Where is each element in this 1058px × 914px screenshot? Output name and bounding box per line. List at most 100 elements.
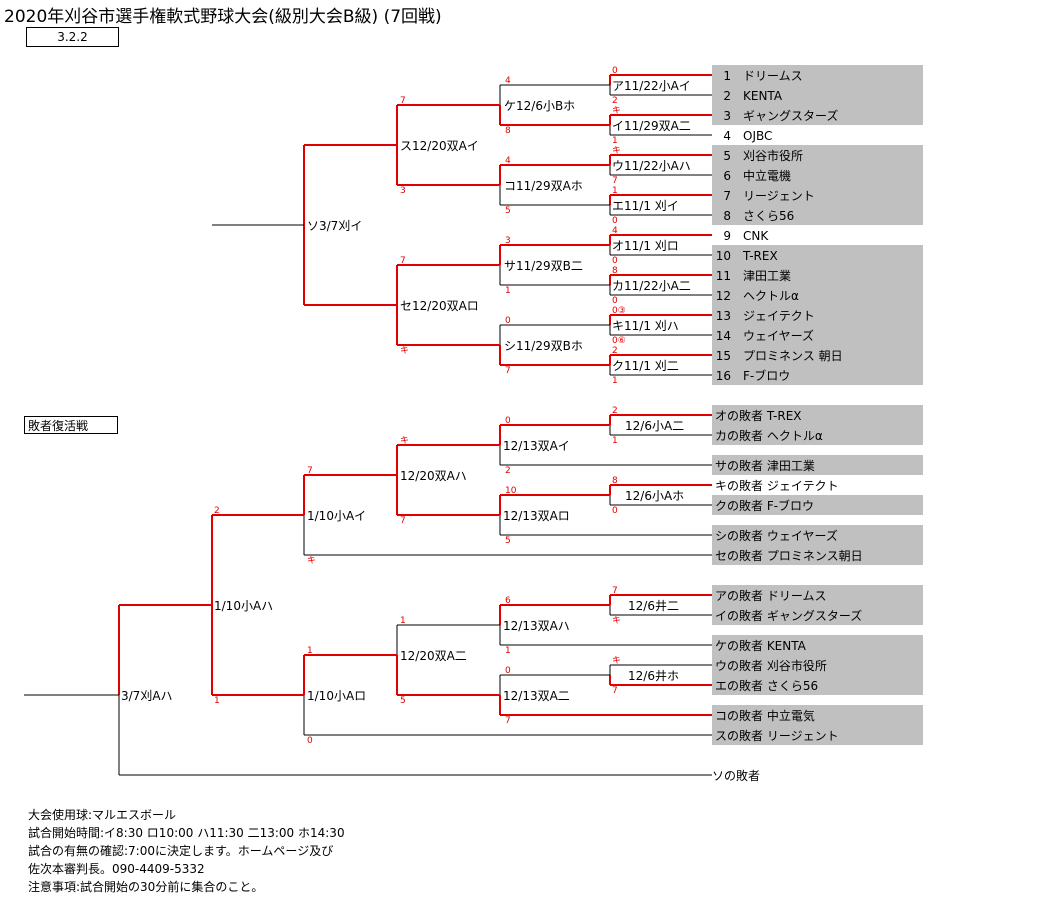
svg-text:キ: キ — [612, 106, 621, 116]
svg-text:キ: キ — [307, 556, 316, 566]
note-line: 注意事項:試合開始の30分前に集合のこと。 — [28, 880, 264, 894]
rep-entry: ソの敗者 — [712, 768, 760, 783]
svg-text:1: 1 — [612, 136, 618, 146]
svg-text:2: 2 — [214, 506, 220, 516]
team-number: 14 — [716, 329, 731, 343]
team-name: 津田工業 — [743, 269, 791, 283]
team-name: OJBC — [743, 129, 772, 143]
svg-text:キ: キ — [612, 616, 621, 626]
svg-text:1: 1 — [505, 646, 511, 656]
svg-text:1: 1 — [505, 286, 511, 296]
team-number: 9 — [723, 229, 731, 243]
game-label: ウ11/22小Aハ — [612, 159, 691, 173]
rep-game-label: 1/10小Aハ — [214, 599, 273, 613]
game-label: ク11/1 刈二 — [612, 359, 679, 373]
team-name: プロミネンス 朝日 — [743, 349, 843, 363]
team-number: 4 — [723, 129, 731, 143]
svg-text:7: 7 — [612, 176, 618, 186]
rep-band — [712, 495, 923, 515]
rep-band — [712, 455, 923, 475]
svg-text:1: 1 — [307, 646, 313, 656]
svg-text:8: 8 — [612, 266, 618, 276]
svg-text:5: 5 — [505, 536, 511, 546]
team-band — [712, 65, 923, 125]
rep-game-label: 12/20双Aハ — [400, 469, 467, 483]
team-name: KENTA — [743, 89, 783, 103]
svg-text:5: 5 — [400, 696, 406, 706]
team-number: 6 — [723, 169, 731, 183]
rep-entry: カの敗者 ヘクトルα — [715, 428, 823, 443]
team-name: ウェイヤーズ — [743, 328, 814, 343]
svg-text:7: 7 — [505, 366, 511, 376]
game-label: サ11/29双B二 — [504, 259, 583, 273]
rep-band — [712, 585, 923, 625]
game-label: エ11/1 刈イ — [612, 199, 679, 213]
svg-text:0: 0 — [505, 416, 511, 426]
svg-text:0: 0 — [612, 296, 618, 306]
game-label: イ11/29双A二 — [612, 119, 691, 133]
team-name: さくら56 — [743, 209, 794, 223]
rep-entry: スの敗者 リージェント — [715, 728, 839, 743]
score-marks: 0 2 キ 1 キ 7 1 0 4 0 8 0 0③ 0⑥ 2 1 4 8 4 … — [214, 66, 626, 746]
team-name: T-REX — [742, 249, 778, 263]
rep-game-label: 12/6小A二 — [625, 419, 684, 433]
svg-text:4: 4 — [505, 156, 511, 166]
note-line: 試合開始時間:イ8:30 ロ10:00 ハ11:30 二13:00 ホ14:30 — [28, 826, 345, 840]
game-label: セ12/20双Aロ — [400, 299, 479, 313]
note-line: 佐次本審判長。090-4409-5332 — [28, 862, 205, 876]
team-number: 10 — [716, 249, 731, 263]
svg-text:7: 7 — [400, 96, 406, 106]
rep-game-label: 12/6井ホ — [628, 669, 679, 683]
svg-text:6: 6 — [505, 596, 511, 606]
team-number: 16 — [716, 369, 731, 383]
svg-text:0⑥: 0⑥ — [612, 336, 626, 346]
team-band — [712, 245, 923, 385]
svg-text:7: 7 — [612, 586, 618, 596]
notes: 大会使用球:マルエスボール 試合開始時間:イ8:30 ロ10:00 ハ11:30… — [28, 806, 345, 896]
game-label: オ11/1 刈ロ — [612, 239, 679, 253]
team-name: CNK — [743, 229, 769, 243]
team-number: 13 — [716, 309, 731, 323]
svg-text:0: 0 — [612, 506, 618, 516]
rep-band — [712, 705, 923, 745]
svg-text:7: 7 — [400, 516, 406, 526]
rep-game-label: 12/13双Aロ — [503, 509, 570, 523]
rep-entry: セの敗者 プロミネンス朝日 — [715, 548, 863, 563]
game-label: ア11/22小Aイ — [612, 79, 691, 93]
team-number: 2 — [723, 89, 731, 103]
game-label: カ11/22小A二 — [612, 279, 691, 293]
rep-game-label: 12/6井二 — [628, 599, 679, 613]
rep-band — [712, 405, 923, 445]
team-number: 7 — [723, 189, 731, 203]
team-number: 3 — [723, 109, 731, 123]
team-number: 12 — [716, 289, 731, 303]
rep-entry: ウの敗者 刈谷市役所 — [715, 658, 827, 673]
team-number: 1 — [723, 69, 731, 83]
team-name: F-ブロウ — [743, 368, 790, 383]
rep-game-label: 3/7刈Aハ — [121, 689, 173, 703]
svg-text:2: 2 — [505, 466, 511, 476]
rep-entry: ケの敗者 KENTA — [715, 638, 807, 653]
rep-entry: コの敗者 中立電気 — [715, 708, 815, 723]
game-label: コ11/29双Aホ — [504, 179, 583, 193]
svg-text:4: 4 — [612, 226, 618, 236]
game-label: シ11/29双Bホ — [504, 339, 583, 353]
game-label: ソ3/7刈イ — [307, 219, 362, 233]
rep-game-label: 1/10小Aイ — [307, 509, 366, 523]
team-number: 15 — [716, 349, 731, 363]
svg-text:1: 1 — [214, 696, 220, 706]
svg-text:0: 0 — [505, 316, 511, 326]
team-number: 8 — [723, 209, 731, 223]
game-label: キ11/1 刈ハ — [612, 319, 679, 333]
team-name: ギャングスターズ — [743, 108, 838, 123]
svg-text:2: 2 — [612, 346, 618, 356]
svg-text:0③: 0③ — [612, 306, 626, 316]
team-name: 刈谷市役所 — [743, 148, 803, 163]
rep-entry: クの敗者 F-ブロウ — [715, 498, 814, 513]
rep-entry: キの敗者 ジェイテクト — [715, 478, 839, 493]
note-line: 大会使用球:マルエスボール — [28, 808, 177, 822]
svg-text:5: 5 — [505, 206, 511, 216]
team-number: 11 — [716, 269, 731, 283]
svg-text:キ: キ — [400, 436, 409, 446]
svg-text:2: 2 — [612, 96, 618, 106]
